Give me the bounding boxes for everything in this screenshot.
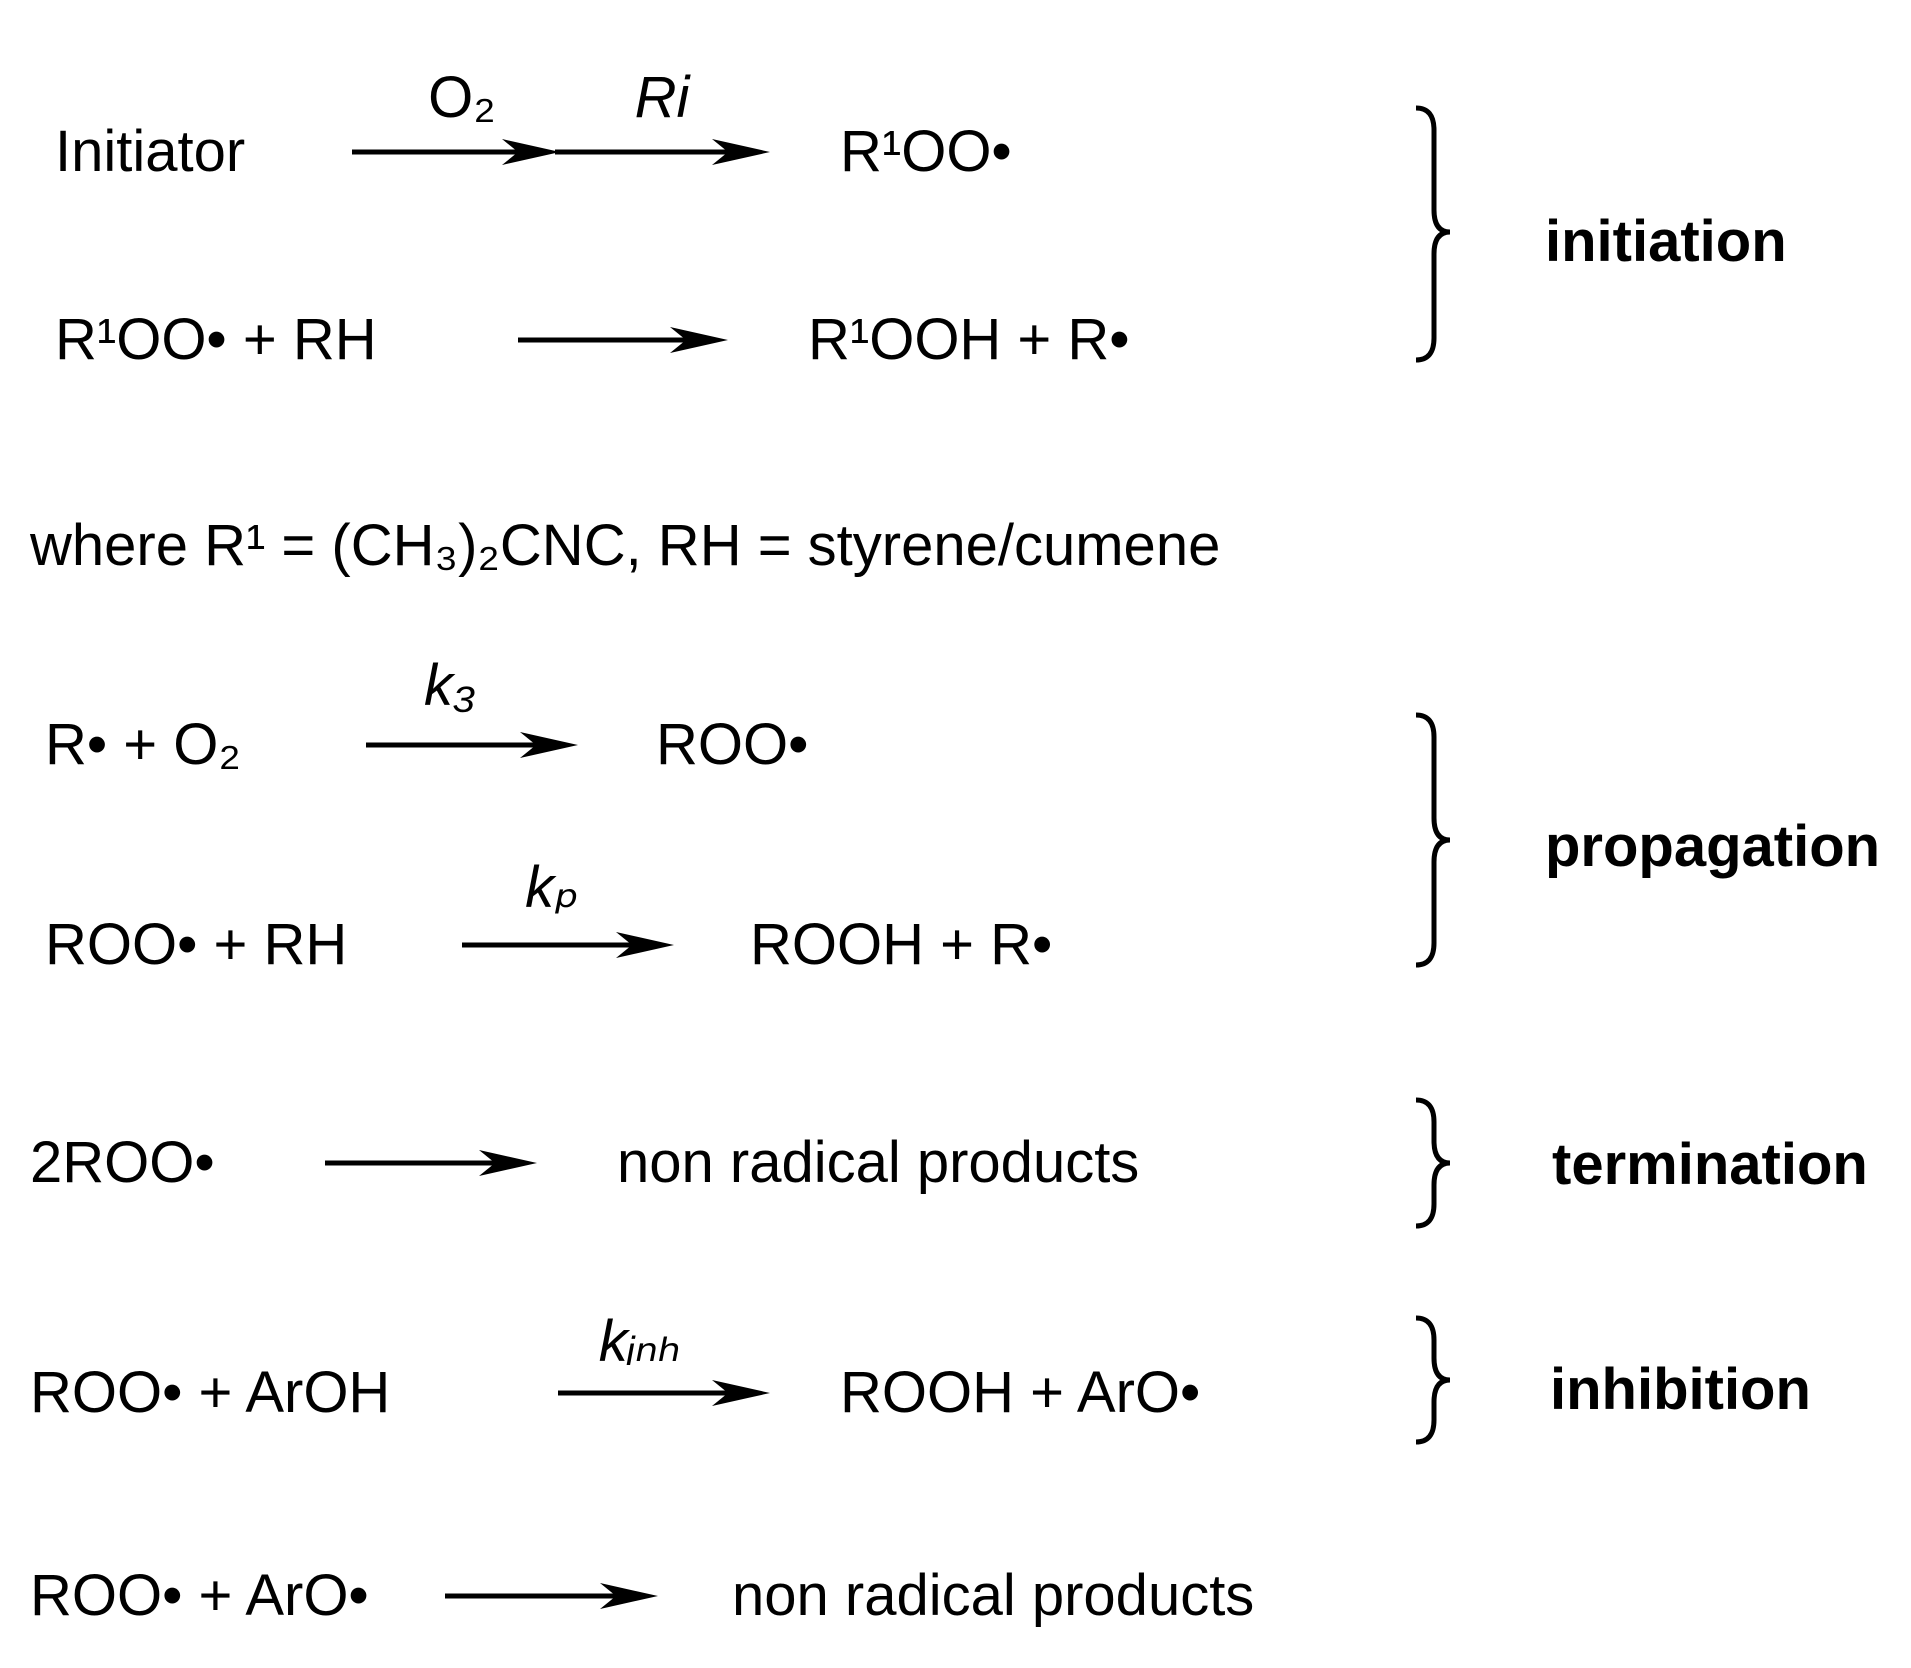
reaction-1-rate-label-1: O₂ xyxy=(428,65,496,130)
reaction-6-arrow-1 xyxy=(558,1380,770,1406)
reaction-7-products: non radical products xyxy=(732,1563,1255,1628)
reaction-1-arrow-1 xyxy=(352,139,560,165)
reaction-3-arrow-1 xyxy=(366,732,578,758)
reaction-2-arrow-1 xyxy=(518,327,728,353)
reaction-7-arrow-1 xyxy=(445,1583,658,1609)
reaction-4-products: ROOH + R• xyxy=(750,912,1053,977)
reaction-2-reactants: R¹OO• + RH xyxy=(55,307,377,372)
reaction-3-products: ROO• xyxy=(656,712,809,777)
stage-label-initiation: initiation xyxy=(1545,209,1787,274)
reaction-4-reactants: ROO• + RH xyxy=(45,912,348,977)
stage-brace-termination xyxy=(1415,1097,1451,1229)
reaction-3-rate-label-1: k₃ xyxy=(424,653,476,718)
substituent-note: where R¹ = (CH₃)₂CNC, RH = styrene/cumen… xyxy=(30,513,1221,578)
reaction-6-products: ROOH + ArO• xyxy=(840,1360,1201,1425)
reaction-2-products: R¹OOH + R• xyxy=(808,307,1130,372)
reaction-1-products: R¹OO• xyxy=(840,119,1012,184)
reaction-1-arrow-2 xyxy=(555,139,770,165)
stage-label-propagation: propagation xyxy=(1545,814,1881,879)
reaction-4-rate-label-1: kₚ xyxy=(525,855,579,920)
reaction-3-reactants: R• + O₂ xyxy=(45,712,241,777)
reaction-4-arrow-1 xyxy=(462,932,674,958)
reaction-1-rate-label-2: Ri xyxy=(634,65,690,130)
reaction-6-rate-label-1: kᵢₙₕ xyxy=(598,1309,682,1374)
reaction-5-reactants: 2ROO• xyxy=(30,1130,215,1195)
stage-label-termination: termination xyxy=(1552,1132,1868,1197)
stage-brace-inhibition xyxy=(1415,1315,1451,1445)
reaction-1-reactants: Initiator xyxy=(55,119,246,184)
reaction-6-reactants: ROO• + ArOH xyxy=(30,1360,391,1425)
stage-brace-propagation xyxy=(1415,712,1451,968)
reaction-5-arrow-1 xyxy=(325,1150,537,1176)
reaction-7-reactants: ROO• + ArO• xyxy=(30,1563,369,1628)
stage-brace-initiation xyxy=(1415,105,1451,363)
reaction-5-products: non radical products xyxy=(617,1130,1140,1195)
stage-label-inhibition: inhibition xyxy=(1550,1357,1811,1422)
